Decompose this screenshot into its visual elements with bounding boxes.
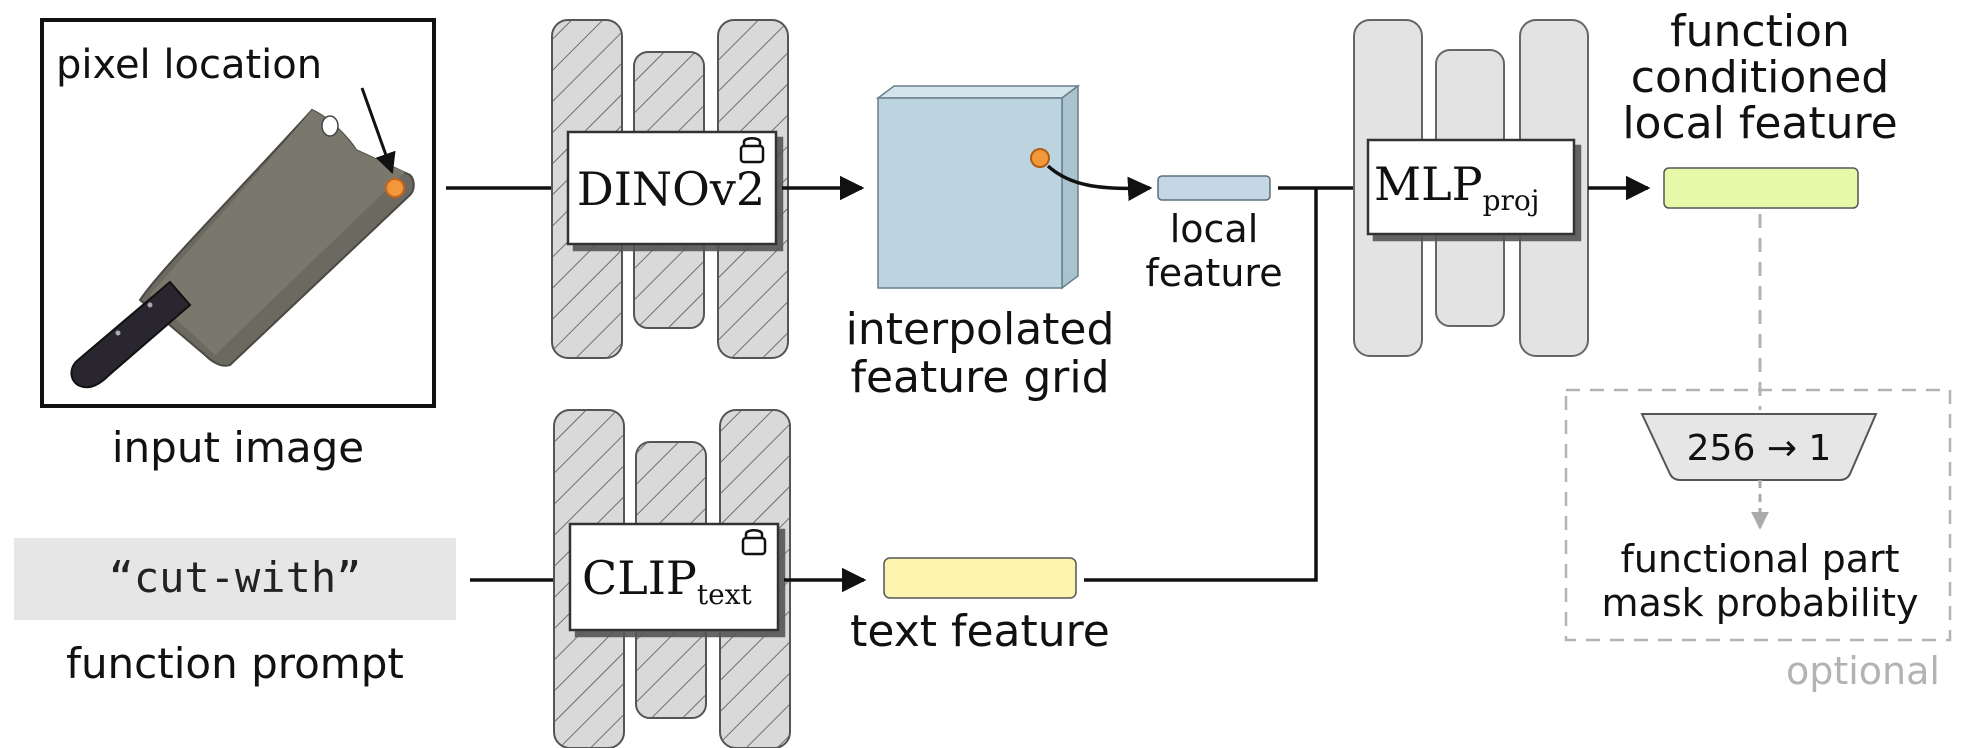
prompt-box <box>14 538 456 620</box>
clip-encoder: CLIPtext <box>553 409 791 748</box>
dinov2-encoder: DINOv2 <box>551 19 789 359</box>
output-label-1: function <box>1670 6 1850 57</box>
feature-grid <box>875 84 1081 290</box>
local-feature-label-1: local <box>1170 207 1259 251</box>
mlp-projection: MLPproj <box>1353 19 1589 357</box>
dinov2-label: DINOv2 <box>577 162 765 216</box>
optional-label: optional <box>1786 649 1940 693</box>
local-feature-bar <box>1157 175 1271 201</box>
clip-label: CLIPtext <box>582 551 752 611</box>
prompt-caption: function prompt <box>66 639 404 688</box>
local-feature-label-2: feature <box>1145 251 1282 295</box>
output-feature-bar <box>1663 167 1859 209</box>
mask-label-2: mask probability <box>1602 581 1919 625</box>
optional-region <box>1564 388 1952 642</box>
mlp-head-shape <box>1640 413 1878 481</box>
pixel-location-label: pixel location <box>56 42 322 88</box>
grid-label-1: interpolated <box>846 304 1115 355</box>
knife-image <box>70 108 415 389</box>
mask-label-1: functional part <box>1620 537 1899 581</box>
mlp-head-label: 256 → 1 <box>1687 428 1832 469</box>
prompt-text: “cut-with” <box>109 553 362 602</box>
text-feature-bar <box>883 557 1077 599</box>
grid-sample-point <box>1030 148 1050 168</box>
lock-icon <box>741 529 767 556</box>
lock-icon <box>739 137 765 164</box>
output-label-2: conditioned <box>1631 52 1889 103</box>
input-image-caption: input image <box>112 423 364 472</box>
output-label-3: local feature <box>1622 98 1897 149</box>
grid-label-2: feature grid <box>850 352 1109 403</box>
mlp-label: MLPproj <box>1374 157 1539 217</box>
text-feature-label: text feature <box>850 606 1110 657</box>
pixel-location-marker <box>385 178 405 198</box>
